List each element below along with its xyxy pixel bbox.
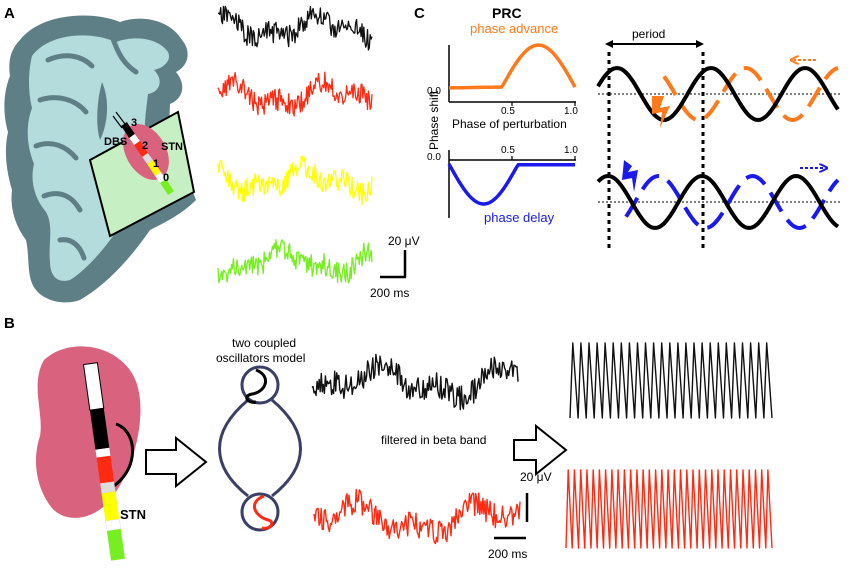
panel-b-label: B (4, 315, 15, 332)
model-label-line2: oscillators model (216, 351, 305, 365)
scale-amp-b: 20 μV (520, 470, 552, 484)
phase-advance-curve (449, 43, 577, 90)
scale-time-b: 200 ms (488, 547, 527, 561)
lead-spacer-1 (95, 447, 111, 458)
raw-lfp-traces (217, 5, 373, 284)
tick-bottom-0.5: 0.5 (501, 145, 515, 156)
spacer-2 (142, 152, 153, 165)
lead-contact-green (106, 529, 125, 561)
zero-label-top: 0.0 (427, 86, 441, 97)
trace-contact-1-yellow (217, 155, 373, 206)
brain-sulcus-2 (37, 95, 89, 115)
phase-of-perturbation-xlabel: Phase of perturbation (452, 117, 567, 131)
reference-wave-top (596, 66, 840, 123)
lead-spacer-2 (100, 481, 116, 494)
phase-advance-label: phase advance (470, 21, 558, 36)
contact-label-3: 3 (131, 117, 137, 129)
brain-ventricle (97, 82, 108, 140)
stn-trace-red (313, 488, 521, 545)
brain-sulcus-6 (57, 237, 87, 261)
oscillator-1-wave (245, 368, 267, 404)
filtered-trace-red (565, 469, 773, 549)
contact-2 (134, 141, 148, 157)
lead-spacer-3 (105, 518, 122, 532)
stn-electrode-diagram: STN (36, 346, 146, 561)
beta-filtered-traces (565, 342, 773, 549)
trace-contact-3-black (217, 5, 373, 51)
contact-1 (147, 160, 161, 176)
tick-top-1.0: 1.0 (564, 106, 578, 117)
stn-trace-black (311, 353, 519, 411)
prc-delay-plot: 0.0 0.5 1.0 phase delay (427, 145, 578, 225)
advanced-wave (662, 65, 839, 123)
phase-delay-label: phase delay (484, 210, 555, 225)
contact-label-1: 1 (153, 158, 159, 170)
scale-time-a: 200 ms (370, 286, 409, 300)
brain-sulcus-1 (45, 53, 95, 69)
prc-title: PRC (492, 5, 522, 21)
perturbation-bolt-orange (652, 96, 670, 128)
oscillator-1 (240, 365, 280, 405)
scale-bar-a: 20 μV 200 ms (370, 234, 420, 300)
dbs-label: DBS (104, 136, 127, 148)
inset-wire (115, 111, 126, 125)
stn-inset: DBS STN 3 2 1 0 (88, 110, 196, 238)
panel-c-label: C (414, 5, 425, 22)
spacer-1 (155, 171, 166, 184)
panel-a-label: A (4, 5, 15, 22)
lead-contact-black (89, 408, 110, 450)
brain-sulcus-5 (109, 33, 139, 75)
spacer-3 (129, 133, 140, 146)
phase-shift-ylabel: Phase shift (427, 90, 441, 150)
arrow-to-filtered (513, 423, 568, 477)
oscillator-model: two coupled oscillators model (216, 336, 305, 532)
inset-electrode (121, 122, 174, 195)
filter-label: filtered in beta band (381, 433, 486, 447)
stn-label-b: STN (120, 507, 146, 522)
stn-nucleus (36, 346, 141, 518)
trace-contact-2-red (217, 71, 373, 117)
dbs-lead (82, 362, 125, 561)
coupling-link (218, 398, 302, 498)
filtered-trace-black (569, 342, 773, 419)
scale-amp-a: 20 μV (388, 234, 420, 248)
stn-inset-label: STN (161, 141, 183, 153)
contact-3 (121, 122, 135, 138)
contact-label-0: 0 (163, 172, 169, 184)
tick-bottom-1.0: 1.0 (564, 145, 578, 156)
scale-bar-b: 20 μV 200 ms (488, 470, 552, 561)
brain-sulcus-3 (33, 141, 79, 161)
oscillator-2-wave (253, 494, 274, 530)
zero-label-bottom: 0.0 (427, 152, 441, 163)
prc-advance-plot: 0.0 0.5 1.0 Phase of perturbation (427, 43, 578, 131)
lead-contact-yellow (101, 491, 120, 522)
period-illustration: period (596, 27, 842, 250)
period-label: period (632, 27, 665, 41)
oscillator-2 (240, 492, 280, 532)
perturbation-bolt-blue (622, 160, 638, 192)
arrow-to-model (145, 435, 208, 489)
tick-top-0.5: 0.5 (501, 106, 515, 117)
contact-label-2: 2 (142, 140, 148, 152)
delayed-wave (624, 173, 840, 231)
stn-lfp-traces (311, 353, 521, 545)
phase-delay-curve (447, 163, 575, 206)
lead-contact-red (96, 455, 115, 484)
trace-contact-0-green (217, 239, 373, 284)
brain-sulcus-4 (41, 191, 83, 213)
contact-0 (160, 179, 174, 195)
reference-wave-bottom (596, 173, 840, 230)
inset-wire-2 (112, 115, 123, 129)
model-label-line1: two coupled (232, 336, 296, 350)
